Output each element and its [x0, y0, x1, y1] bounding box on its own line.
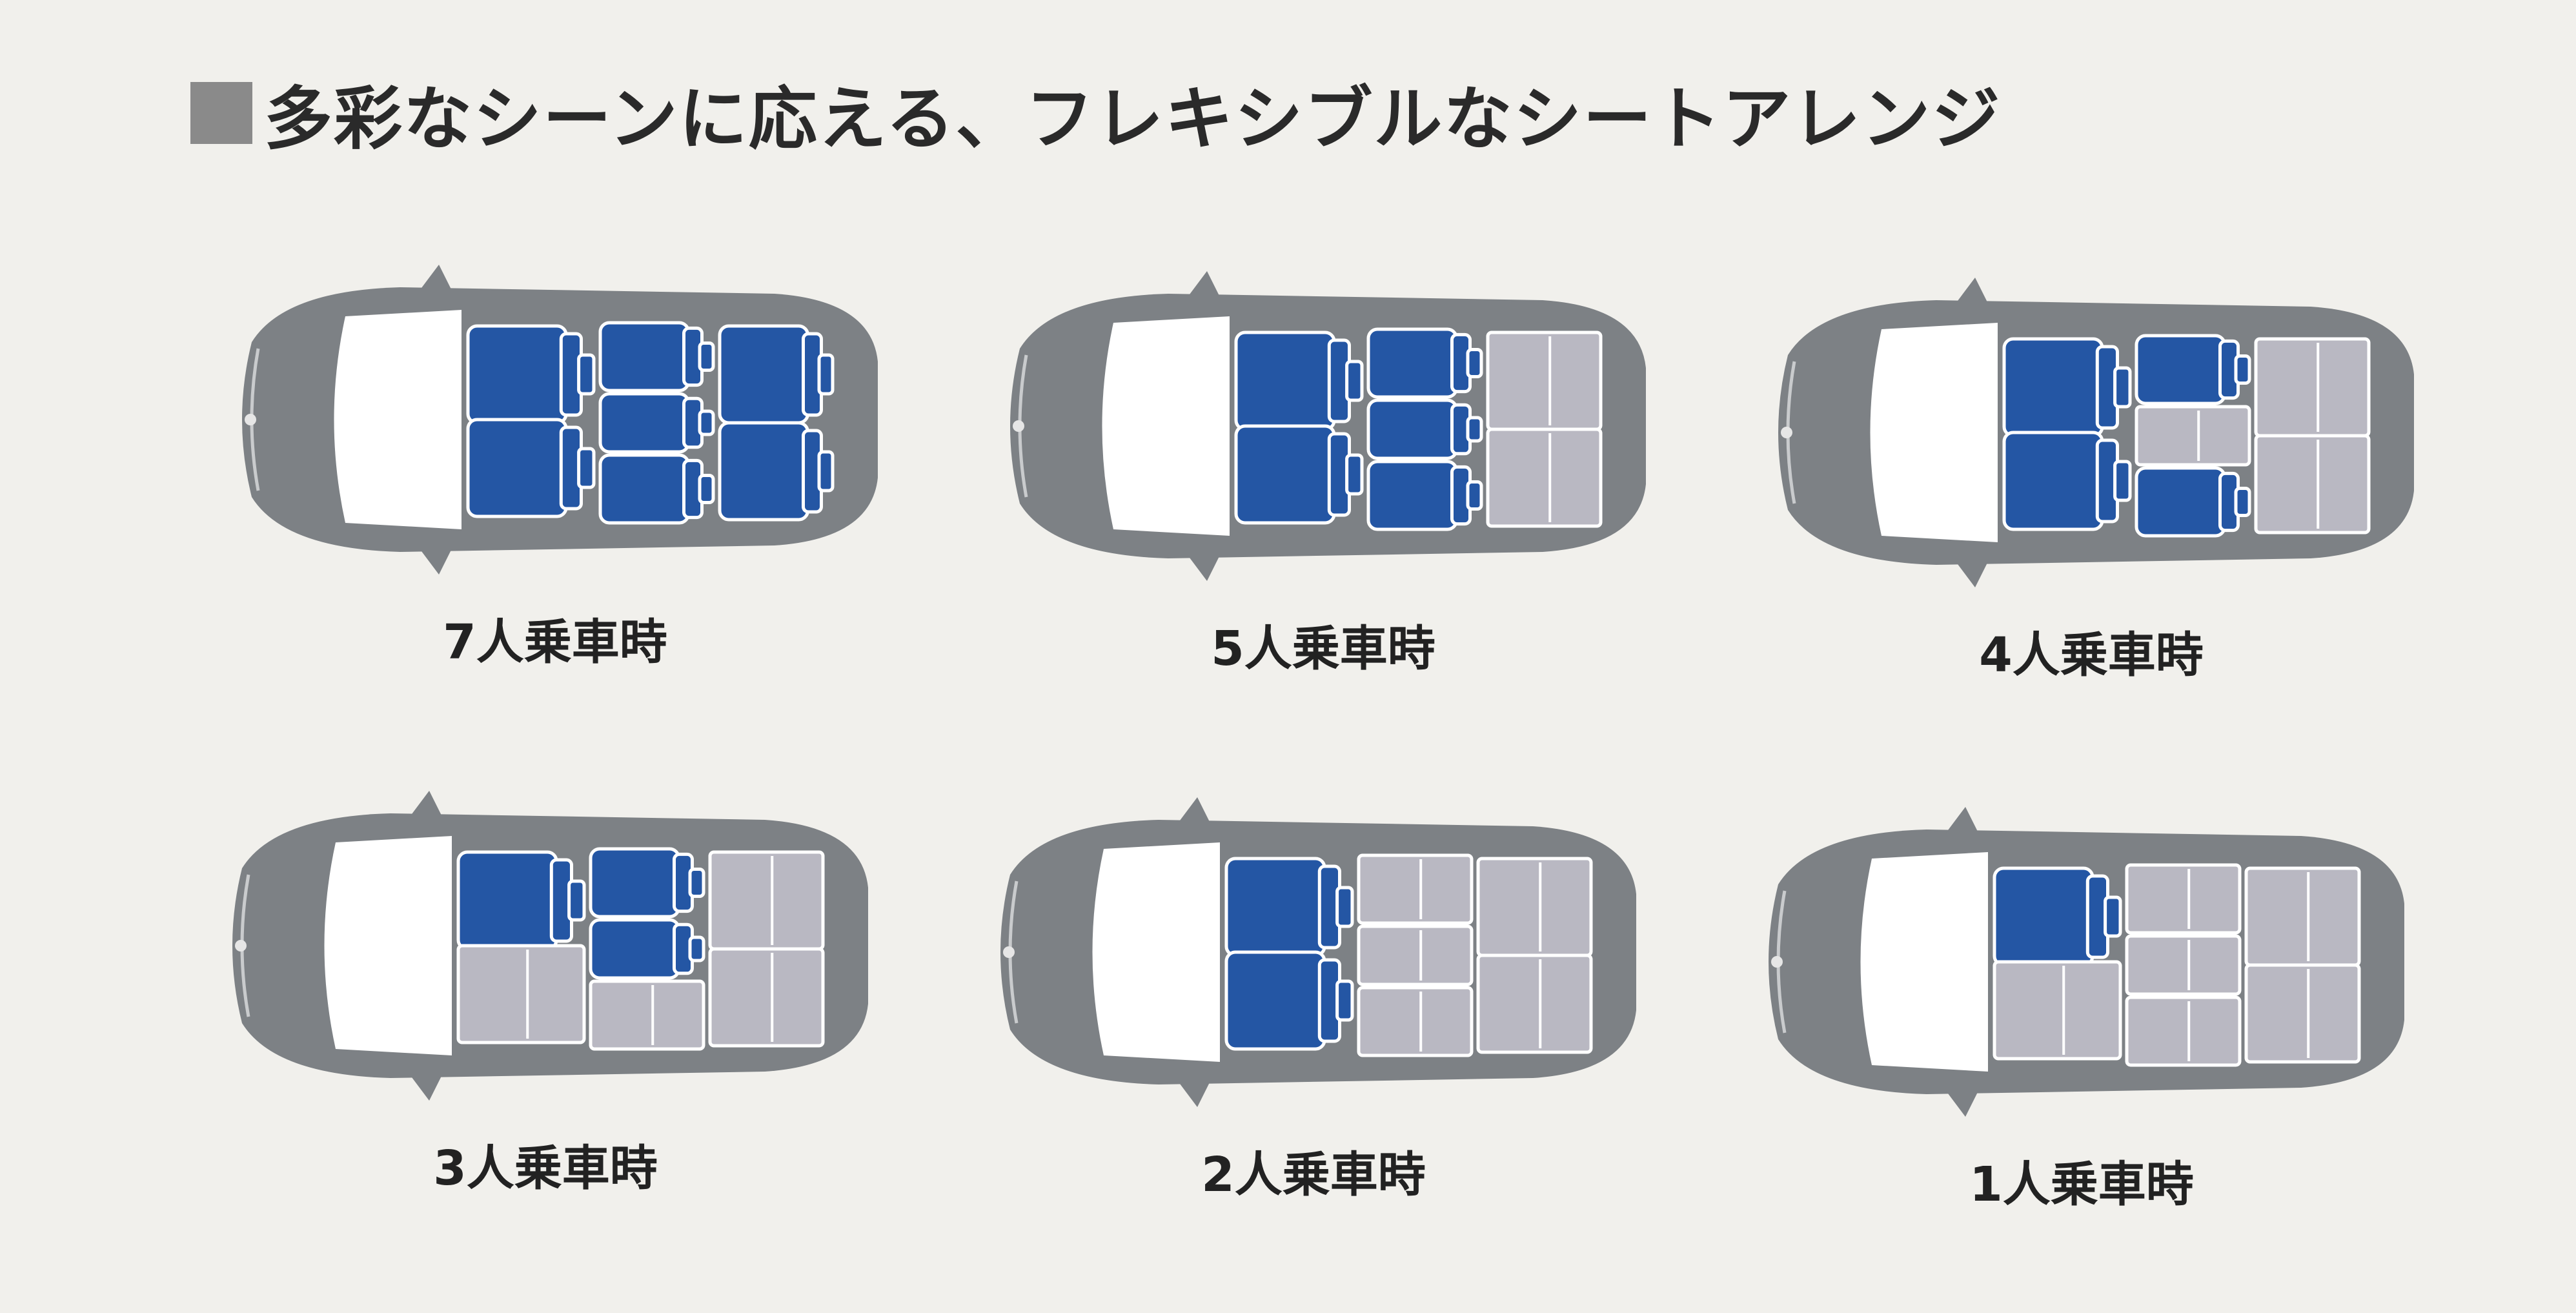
seat-occupied — [589, 918, 705, 980]
seat-folded — [1486, 331, 1603, 431]
seat-diagram-1: 1人乗車時 — [1733, 807, 2430, 1212]
seat-folded — [1357, 924, 1474, 986]
seat-occupied — [2002, 431, 2132, 531]
seat-occupied — [1224, 950, 1354, 1051]
car-topview — [232, 791, 868, 1101]
seat-occupied — [1366, 398, 1483, 460]
emblem-icon — [1781, 427, 1792, 438]
diagram-caption: 4人乗車時 — [1979, 627, 2204, 683]
seat-occupied — [2135, 466, 2251, 538]
seat-folded — [708, 850, 825, 951]
emblem-icon — [1771, 956, 1783, 968]
emblem-icon — [245, 414, 256, 425]
seat-occupied — [456, 850, 586, 951]
seat-diagram-5: 5人乗車時 — [975, 271, 1672, 677]
seat-folded — [2244, 963, 2361, 1064]
seat-folded — [2125, 863, 2242, 935]
seat-folded — [1993, 960, 2122, 1061]
car-topview — [242, 265, 878, 575]
car-topview — [1010, 271, 1646, 581]
mirror-left-icon — [1178, 797, 1210, 823]
seat-occupied — [589, 847, 705, 919]
seat-occupied — [1234, 424, 1364, 525]
mirror-left-icon — [1956, 278, 1988, 303]
seat-occupied — [2135, 334, 2251, 405]
seat-occupied — [2002, 337, 2132, 438]
mirror-right-icon — [1188, 555, 1220, 581]
seat-folded — [1486, 427, 1603, 528]
seat-folded — [2135, 405, 2251, 467]
emblem-icon — [1013, 420, 1024, 432]
windshield — [1092, 842, 1220, 1062]
seat-folded — [1357, 986, 1474, 1057]
seat-folded — [2244, 866, 2361, 967]
diagram-caption: 2人乗車時 — [1201, 1147, 1426, 1203]
windshield — [1870, 323, 1998, 542]
windshield — [324, 836, 452, 1055]
seat-occupied — [1366, 460, 1483, 531]
seat-occupied — [598, 392, 715, 454]
seat-occupied — [718, 324, 835, 425]
seat-occupied — [466, 324, 596, 425]
seat-occupied — [598, 453, 715, 525]
mirror-right-icon — [1178, 1081, 1210, 1107]
mirror-right-icon — [410, 1075, 442, 1101]
section-heading: 多彩なシーンに応える、フレキシブルなシートアレンジ — [190, 68, 2002, 159]
emblem-icon — [1003, 946, 1015, 958]
seat-folded — [456, 944, 586, 1044]
car-topview — [1769, 807, 2404, 1117]
mirror-left-icon — [1946, 807, 1978, 833]
seat-folded — [2125, 995, 2242, 1067]
seat-folded — [1476, 857, 1593, 957]
diagram-caption: 5人乗車時 — [1211, 621, 1435, 677]
seat-folded — [1476, 953, 1593, 1054]
seat-diagram-2: 2人乗車時 — [965, 797, 1662, 1203]
car-topview — [1778, 278, 2414, 587]
heading-title: 多彩なシーンに応える、フレキシブルなシートアレンジ — [264, 79, 2002, 159]
seat-folded — [2125, 934, 2242, 996]
mirror-right-icon — [1946, 1091, 1978, 1117]
diagram-caption: 7人乗車時 — [443, 615, 667, 670]
seat-occupied — [718, 421, 835, 522]
square-bullet-icon — [190, 82, 252, 144]
seat-diagram-7: 7人乗車時 — [207, 265, 904, 670]
seat-diagram-3: 3人乗車時 — [197, 791, 894, 1196]
diagram-caption: 3人乗車時 — [433, 1141, 658, 1196]
seat-occupied — [1224, 857, 1354, 957]
mirror-right-icon — [1956, 562, 1988, 587]
emblem-icon — [235, 940, 247, 952]
seat-occupied — [598, 321, 715, 392]
mirror-left-icon — [410, 791, 442, 817]
car-topview — [1000, 797, 1636, 1107]
windshield — [1860, 852, 1988, 1072]
mirror-left-icon — [1188, 271, 1220, 297]
seat-folded — [708, 947, 825, 1048]
windshield — [1102, 316, 1230, 536]
mirror-left-icon — [420, 265, 452, 290]
seat-folded — [1357, 853, 1474, 925]
seat-folded — [2254, 337, 2371, 438]
seat-occupied — [1234, 331, 1364, 431]
seat-occupied — [1993, 866, 2122, 967]
mirror-right-icon — [420, 549, 452, 575]
seat-occupied — [1366, 327, 1483, 399]
seat-occupied — [466, 418, 596, 518]
seat-folded — [2254, 434, 2371, 534]
windshield — [334, 310, 461, 529]
seat-folded — [589, 979, 705, 1051]
diagram-caption: 1人乗車時 — [1969, 1157, 2194, 1212]
seat-diagram-4: 4人乗車時 — [1743, 278, 2440, 683]
